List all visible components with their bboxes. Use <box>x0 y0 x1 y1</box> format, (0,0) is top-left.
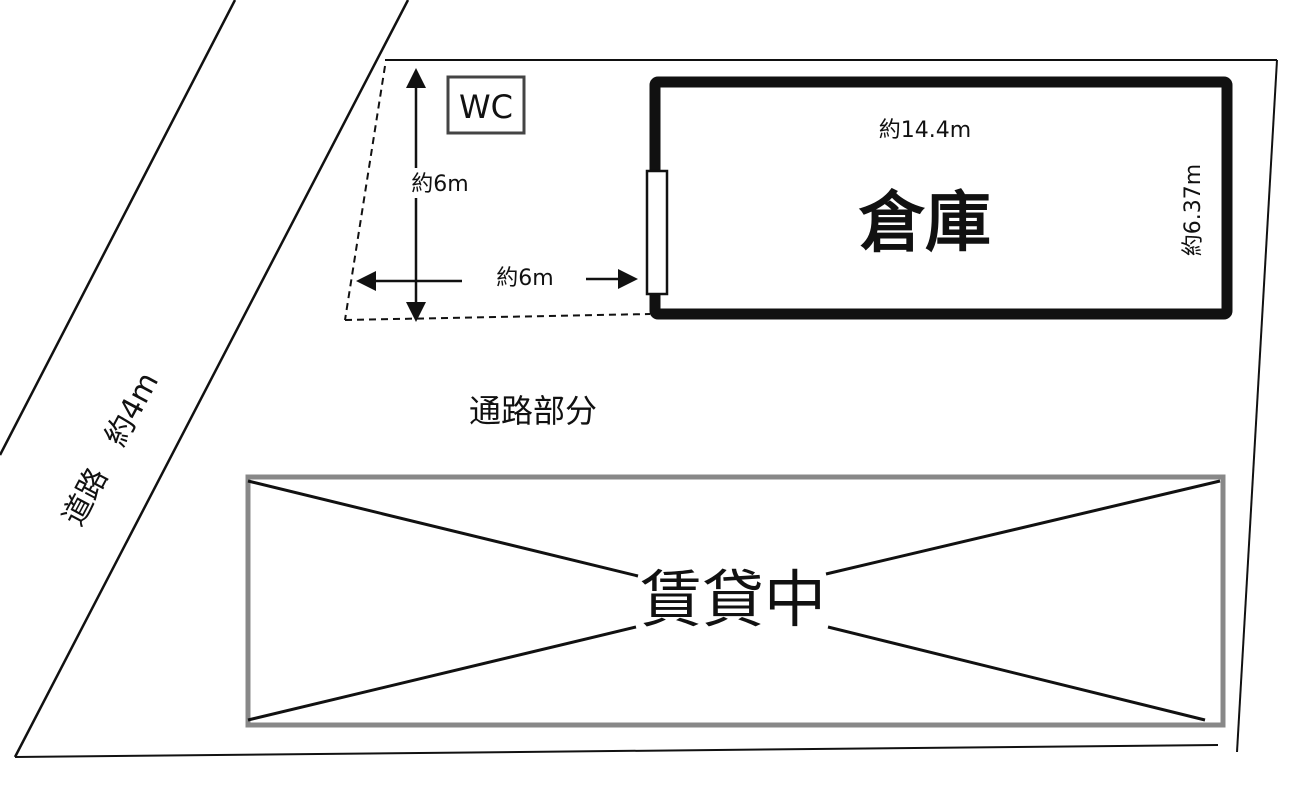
depth-arrowhead-bottom <box>406 302 426 322</box>
depth-label: 約6m <box>411 172 468 197</box>
warehouse-length-label: 約14.4m <box>879 118 971 143</box>
warehouse-name: 倉庫 <box>858 184 991 261</box>
wc-box <box>446 75 526 135</box>
depth-arrowhead-top <box>406 68 426 88</box>
open-lot-dashed-bottom <box>344 313 651 321</box>
open-lot-dashed-left <box>344 65 386 321</box>
rented-area-label: 賃貸中 <box>640 563 826 636</box>
rented-area-cross-line-1 <box>247 479 639 578</box>
width-arrowhead-left <box>356 271 376 291</box>
width-arrowhead-right <box>618 269 638 289</box>
warehouse-width-label: 約6.37m <box>1181 164 1206 256</box>
depth-label-backdrop <box>405 168 479 198</box>
rented-area-cross-line-2 <box>825 479 1221 576</box>
road-label: 道路 約4m <box>56 367 166 532</box>
warehouse-door <box>645 169 669 296</box>
rented-area-outline <box>245 474 1226 728</box>
rented-area-cross-line-4 <box>827 625 1206 722</box>
property-right-boundary <box>1236 59 1278 753</box>
road-edge-right <box>13 0 410 758</box>
rented-area-cross-line-3 <box>247 625 637 722</box>
width-label: 約6m <box>496 266 553 291</box>
road-edge-left <box>0 0 237 456</box>
passage-label: 通路部分 <box>469 392 597 430</box>
property-bottom-boundary <box>14 744 1219 758</box>
wc-label: WC <box>459 88 513 126</box>
